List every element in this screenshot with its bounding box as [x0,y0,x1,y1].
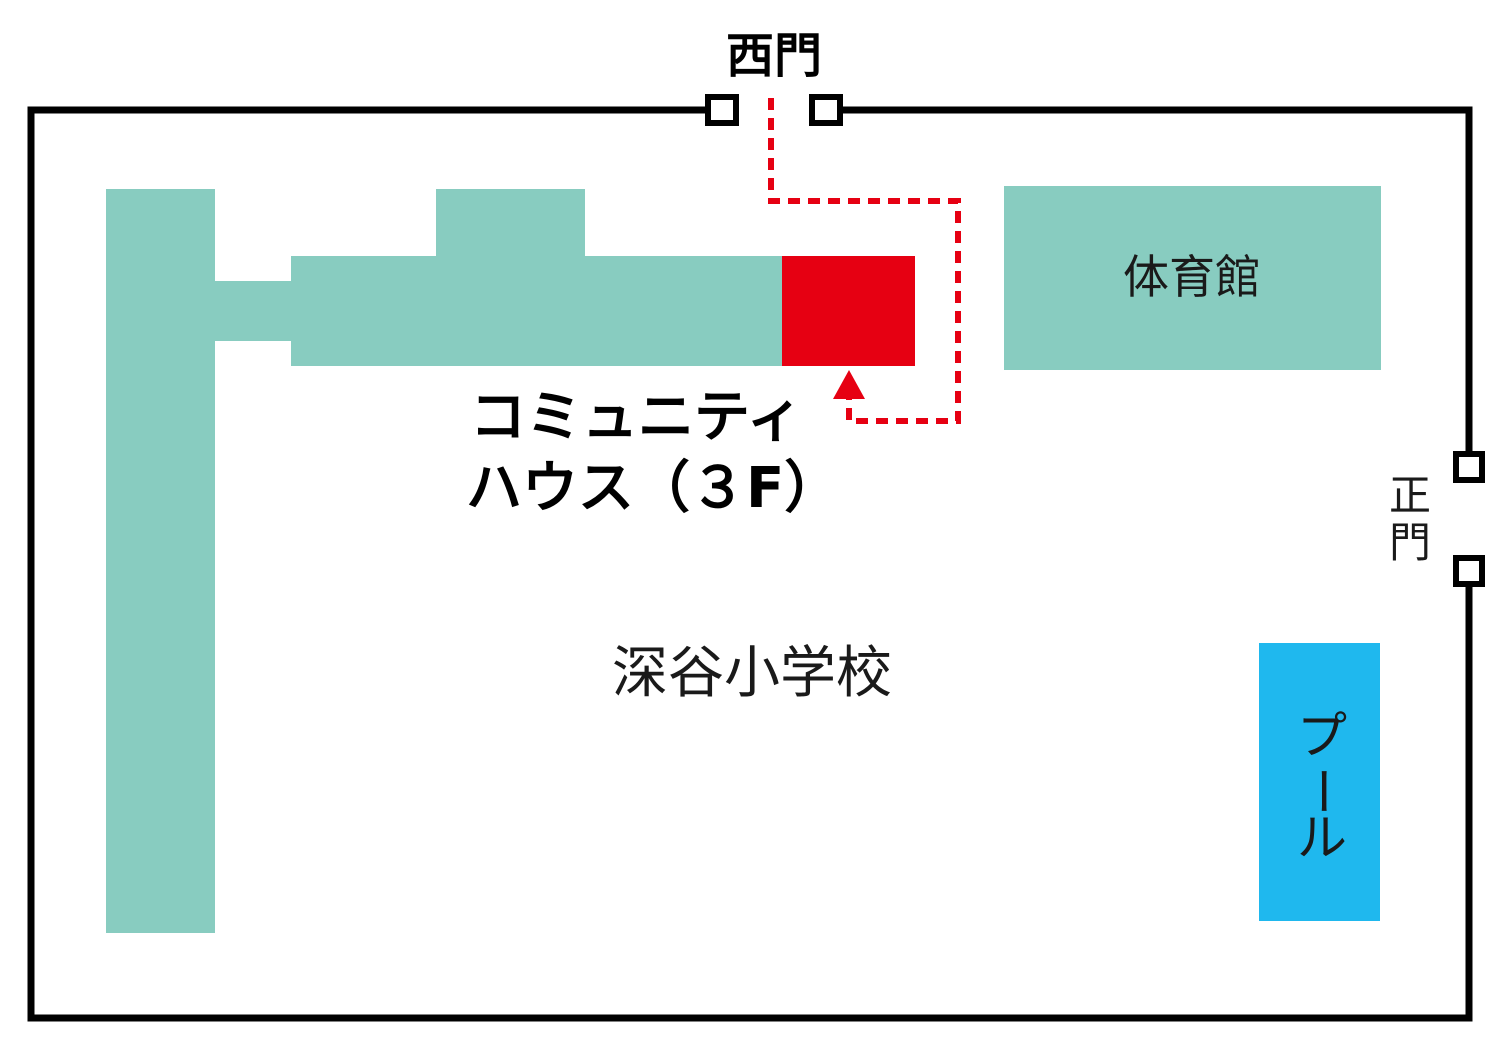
gymnasium-building [1004,186,1381,370]
gym-label: 体育館 [1123,250,1261,304]
community-house-label-line2: ハウス（３F） [466,456,840,521]
school-label: 深谷小学校 [612,641,892,706]
west-gate-label: 西門 [726,28,822,84]
building-main-wing [291,256,784,366]
main-gate-opening [1461,466,1477,572]
main-gate-label-char-2: 門 [1389,518,1431,567]
pool-block [1259,643,1380,921]
main-gate-post-bottom [1453,555,1485,587]
main-gate-label-char-1: 正 [1389,471,1431,520]
pool-label-char-2: ー [1293,766,1351,816]
building-main-wing-tower [436,189,585,259]
pool-label-char-3: ル [1297,809,1347,867]
west-gate-post-left [705,94,739,126]
pool-label-char-1: プ [1297,707,1347,765]
community-house-label-line1: コミュニティ [470,385,803,450]
building-connector [215,281,295,341]
route-arrowhead-icon [833,370,865,399]
community-house-block [782,256,915,366]
school-buildings [106,189,784,933]
route-dashed-line [768,98,961,424]
west-gate-opening [722,104,826,118]
west-gate-post-right [809,94,843,126]
main-gate-post-top [1453,451,1485,483]
building-west-wing [106,189,215,933]
